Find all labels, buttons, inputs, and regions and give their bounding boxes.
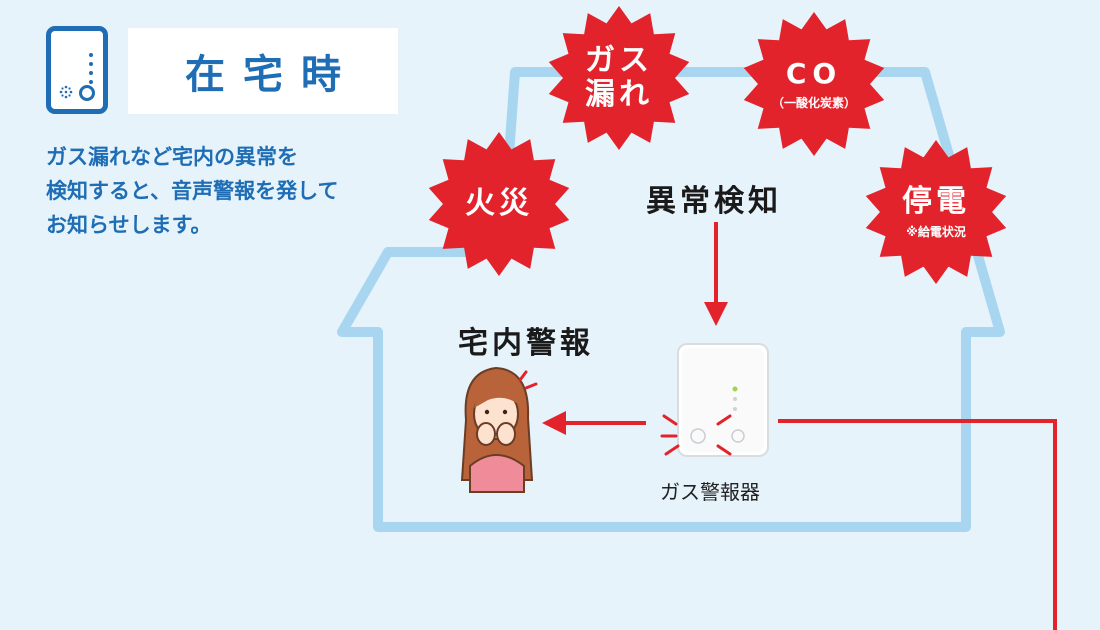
starburst-shape [428,132,570,276]
home-alarm-label: 宅内警報 [458,326,594,361]
description-line: ガス漏れなど宅内の異常を [46,145,298,169]
hazard-fire-label: 火災 [465,186,533,221]
title-box: 在宅時 [128,28,398,114]
hazard-gas-line1: ガス [585,43,653,78]
gas-alarm-device [660,343,769,457]
gas-alarm-icon [46,26,108,114]
hazard-co-burst: CO （一酸化炭素） [740,10,888,158]
hazard-power-outage-burst: 停電 ※給電状況 [862,138,1010,286]
page-title: 在宅時 [185,52,359,98]
external-signal-line [778,419,1057,630]
hazard-outage-sublabel: ※給電状況 [906,224,966,239]
detection-arrow [704,222,728,326]
starburst-shape [865,140,1007,284]
hazard-outage-label: 停電 [902,183,970,219]
detection-label: 異常検知 [646,184,782,219]
hazard-fire-burst: 火災 [425,130,573,278]
hazard-co-sublabel: （一酸化炭素） [771,96,856,110]
hazard-co-label: CO [785,57,843,90]
starburst-shape [548,6,690,150]
house-outline [337,67,1005,532]
alarmed-person-illustration [460,366,538,493]
alarm-arrow [542,411,646,435]
description-line: 検知すると、音声警報を発して [46,179,339,203]
description: ガス漏れなど宅内の異常を 検知すると、音声警報を発して お知らせします。 [46,140,406,242]
hazard-gas-leak-burst: ガス 漏れ [545,4,693,152]
hazard-gas-line2: 漏れ [585,77,653,112]
starburst-shape [743,12,885,156]
description-line: お知らせします。 [46,213,212,237]
device-label: ガス警報器 [660,480,760,504]
